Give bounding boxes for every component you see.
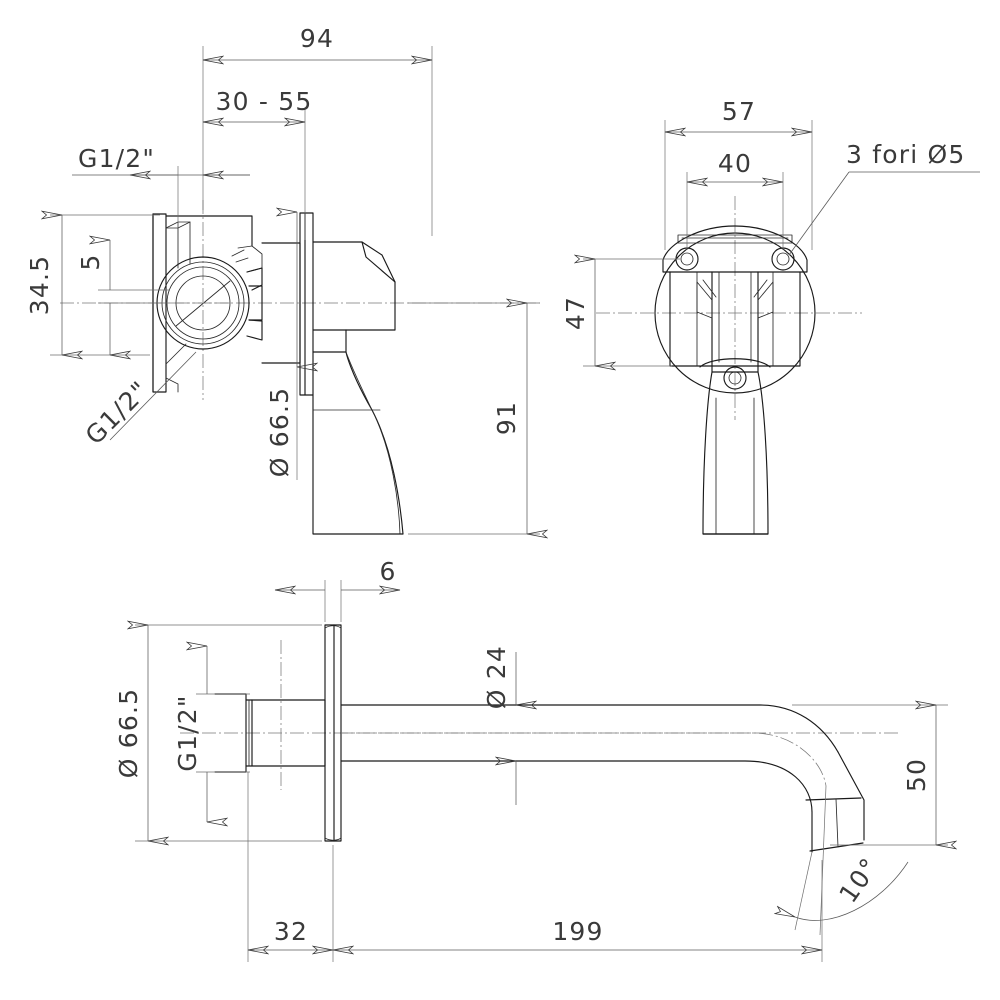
gusset-right — [757, 281, 774, 319]
ext-10deg-tilt — [794, 851, 813, 931]
front-view-dimensions: 57 40 47 3 fori Ø5 — [561, 97, 980, 366]
dim-label-10deg: 10° — [833, 852, 884, 908]
dim-label-47: 47 — [561, 296, 590, 330]
bracket-slot — [677, 234, 793, 244]
lever-outer — [345, 329, 404, 535]
handle-stem — [711, 271, 759, 373]
gusset-left — [696, 281, 713, 319]
body-rectangle — [669, 271, 801, 367]
dim-label-g12-spout: G1/2" — [173, 694, 202, 771]
escutcheon-plate — [299, 212, 314, 396]
dim-label-665-side: Ø 66.5 — [265, 387, 294, 478]
dim-label-40: 40 — [718, 149, 752, 178]
dim-label-30-55: 30 - 55 — [216, 87, 313, 116]
spout-view — [180, 624, 900, 853]
dim-label-6: 6 — [379, 557, 396, 586]
casting-neck — [246, 267, 263, 291]
outlet-top-face — [805, 797, 862, 801]
casting-detail-a — [235, 257, 249, 263]
outlet-mid-line — [835, 798, 839, 848]
note-3-holes: 3 fori Ø5 — [846, 140, 966, 169]
ext-10deg-axis — [819, 785, 827, 936]
handle-hub-edge — [361, 241, 396, 283]
spout-tube-top — [340, 704, 839, 753]
lever-back-edge — [312, 394, 404, 535]
front-view — [596, 196, 862, 535]
escutcheon-corner-top — [324, 625, 342, 629]
leader-holes-note — [788, 171, 850, 256]
mount-bracket — [662, 225, 808, 273]
cartridge-hatch — [175, 280, 231, 327]
flange-lower-rib — [165, 377, 179, 393]
dim-label-57: 57 — [722, 97, 756, 126]
escutcheon-corner-bot — [324, 837, 342, 841]
gusset-left-line — [702, 279, 717, 298]
dim-label-g12-top: G1/2" — [78, 144, 155, 173]
spout-view-dimensions: 6 Ø 66.5 G1/2" Ø 24 50 10° 32 — [114, 557, 948, 962]
casting-upper — [237, 245, 263, 273]
lower-bracket-arc — [699, 358, 771, 368]
handle-hub-top — [312, 241, 396, 283]
casting-lower — [246, 319, 263, 341]
spout-tube-axis — [341, 732, 827, 787]
dim-label-91: 91 — [492, 401, 521, 435]
dim-label-5: 5 — [76, 253, 105, 270]
dim-label-345: 34.5 — [25, 255, 54, 315]
dim-label-24: Ø 24 — [482, 645, 511, 709]
mount-hole-bottom — [723, 366, 747, 390]
body-top — [165, 215, 253, 247]
dim-label-50: 50 — [902, 758, 931, 792]
body-rib-left — [165, 221, 191, 265]
side-view — [60, 200, 540, 535]
dim-arc-10deg — [795, 861, 909, 921]
dim-label-199: 199 — [552, 917, 603, 946]
outlet-right-edge — [837, 751, 865, 841]
casting-detail-b — [231, 249, 245, 257]
dim-label-g12-bottom: G1/2" — [80, 375, 155, 450]
front-lever — [702, 371, 769, 535]
dim-label-32: 32 — [274, 917, 308, 946]
dim-label-665-spout: Ø 66.5 — [114, 688, 143, 779]
mount-hole-left-inner — [680, 252, 694, 266]
dim-label-94: 94 — [300, 24, 334, 53]
leader-g12-bottom — [109, 351, 197, 441]
escutcheon-circle — [654, 232, 816, 394]
lever-inner — [345, 351, 401, 535]
lower-leader-hook — [165, 343, 187, 365]
side-view-dimensions: 94 30 - 55 G1/2" 34.5 5 G1/2" Ø 66.5 — [25, 24, 540, 534]
mount-hole-right — [771, 247, 795, 271]
outlet-bottom-face — [809, 842, 864, 852]
gusset-right-line — [753, 279, 768, 298]
spout-escutcheon — [324, 624, 342, 842]
mount-hole-right-inner — [776, 252, 790, 266]
spout-tube-bottom — [340, 760, 813, 813]
